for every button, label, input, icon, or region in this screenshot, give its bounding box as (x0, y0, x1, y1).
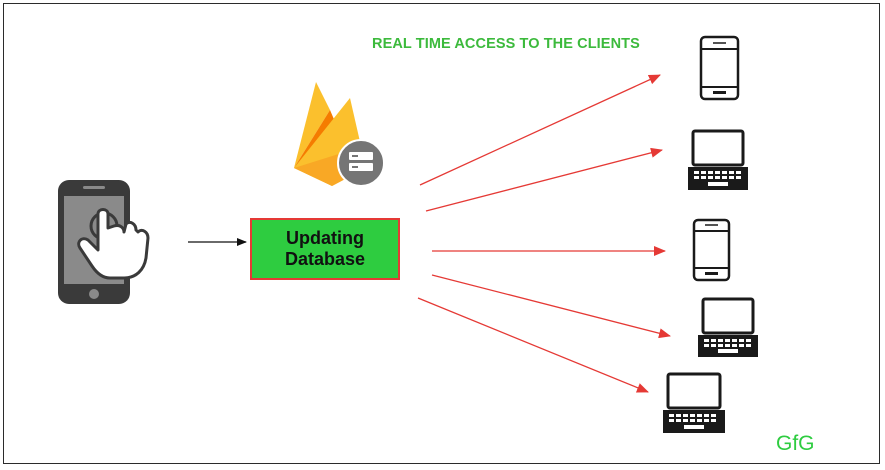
client-smartphone-icon (692, 218, 731, 282)
arrow-to-client-2 (425, 147, 663, 212)
phone-with-tapping-hand-icon (58, 180, 150, 304)
client-laptop-icon (663, 372, 725, 433)
firebase-flame-icon (294, 82, 385, 187)
diagram-headline: REAL TIME ACCESS TO THE CLIENTS (372, 36, 640, 52)
database-label-line1: Updating (286, 228, 364, 248)
updating-database-box: Updating Database (250, 218, 400, 280)
diagram-frame (3, 3, 880, 464)
client-arrows (417, 74, 671, 393)
client-laptop-icon (688, 129, 748, 190)
database-label-line2: Database (284, 249, 366, 269)
arrow-to-client-1 (419, 74, 661, 186)
arrow-to-client-5 (417, 297, 649, 393)
client-smartphone-icon (699, 35, 740, 101)
arrow-to-client-4 (431, 274, 671, 339)
client-laptop-icon (698, 297, 758, 357)
gfg-watermark: GfG (776, 432, 815, 455)
